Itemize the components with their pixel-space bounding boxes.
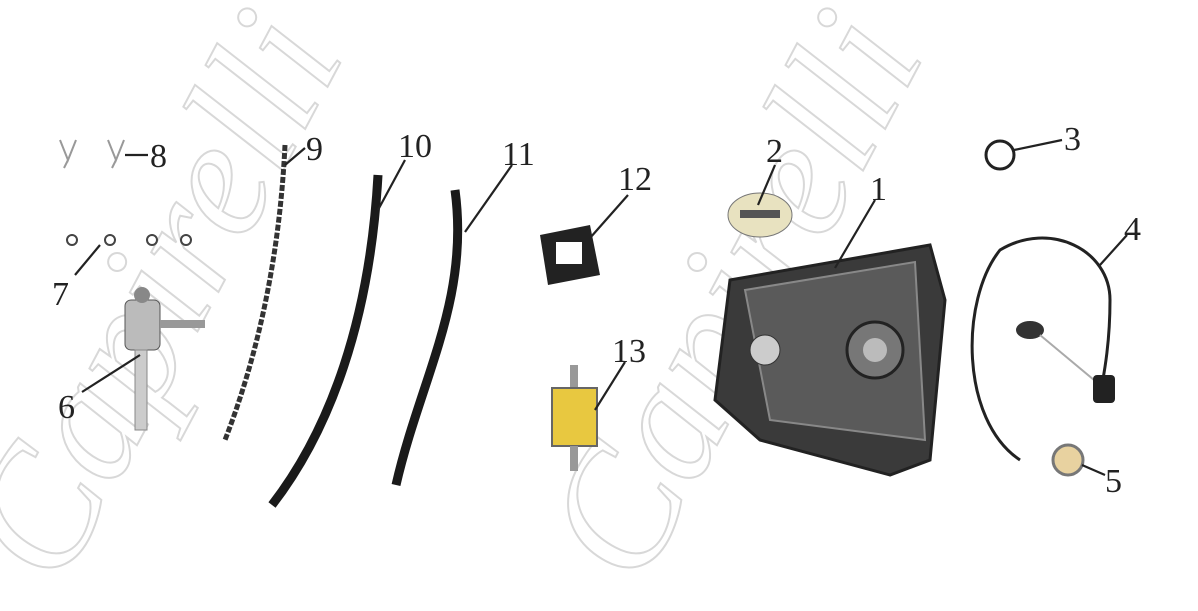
- part-12-rubber-mount: [540, 225, 600, 285]
- part-9-vacuum-hose: [222, 144, 288, 441]
- part-3-o-ring: [984, 139, 1016, 171]
- label-4: 4: [1124, 211, 1141, 248]
- part-8-clips: [59, 139, 125, 169]
- label-6: 6: [58, 389, 75, 426]
- label-9: 9: [306, 131, 323, 168]
- part-4-fuel-sensor: [970, 236, 1115, 462]
- part-11-fuel-hose: [391, 189, 463, 487]
- label-8: 8: [150, 138, 167, 175]
- label-2: 2: [766, 133, 783, 170]
- label-5: 5: [1105, 463, 1122, 500]
- part-6-fuel-valve: [124, 287, 205, 431]
- label-7: 7: [52, 276, 69, 313]
- part-1-fuel-tank: [713, 243, 947, 477]
- part-13-fuel-filter: [551, 365, 598, 471]
- label-10: 10: [398, 128, 432, 165]
- label-12: 12: [618, 161, 652, 198]
- part-2-fuel-cap: [727, 192, 793, 238]
- part-10-fuel-hose: [268, 174, 383, 508]
- callout-labels: 1 2 3 4 5 6 7 8 9 10 11 12 13: [52, 121, 1141, 500]
- label-3: 3: [1064, 121, 1081, 158]
- part-7-clamps: [66, 234, 192, 246]
- callout-leaders: [74, 138, 1128, 477]
- label-11: 11: [502, 136, 535, 173]
- label-13: 13: [612, 333, 646, 370]
- part-5-lock-ring: [1051, 443, 1085, 477]
- label-1: 1: [870, 171, 887, 208]
